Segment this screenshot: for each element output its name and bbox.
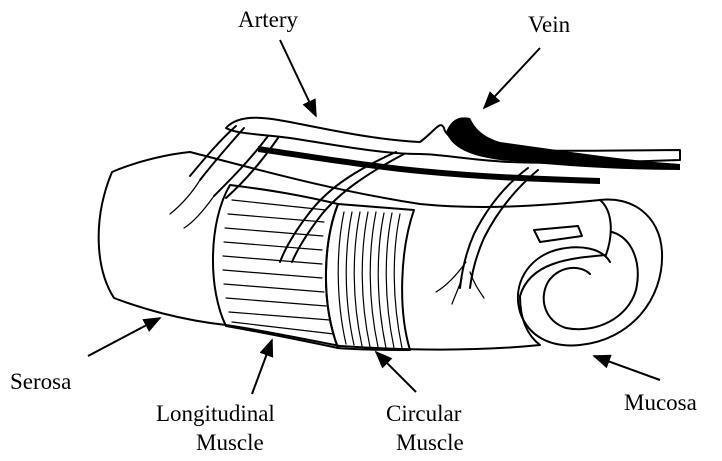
artery-pointer: [280, 40, 316, 116]
mucosa-inner-fold: [534, 226, 582, 242]
circular-hatching: [338, 212, 402, 348]
longitudinal-label-line1: Longitudinal: [156, 401, 275, 426]
circular-pointer: [376, 352, 416, 392]
circular-label-line1: Circular: [386, 401, 462, 426]
circular-label-line2: Muscle: [396, 430, 464, 455]
mucosa-layer: [544, 232, 638, 329]
longitudinal-label-line2: Muscle: [196, 430, 264, 455]
artery-label: Artery: [238, 7, 299, 32]
vein-label: Vein: [528, 12, 571, 37]
mucosa-label: Mucosa: [624, 390, 697, 415]
serosa-pointer: [88, 318, 160, 356]
longitudinal-pointer: [252, 340, 272, 394]
tube-opening-outer: [518, 199, 662, 345]
serosa-label: Serosa: [10, 369, 71, 394]
vein-pointer: [484, 48, 540, 108]
mucosa-pointer: [594, 356, 660, 380]
